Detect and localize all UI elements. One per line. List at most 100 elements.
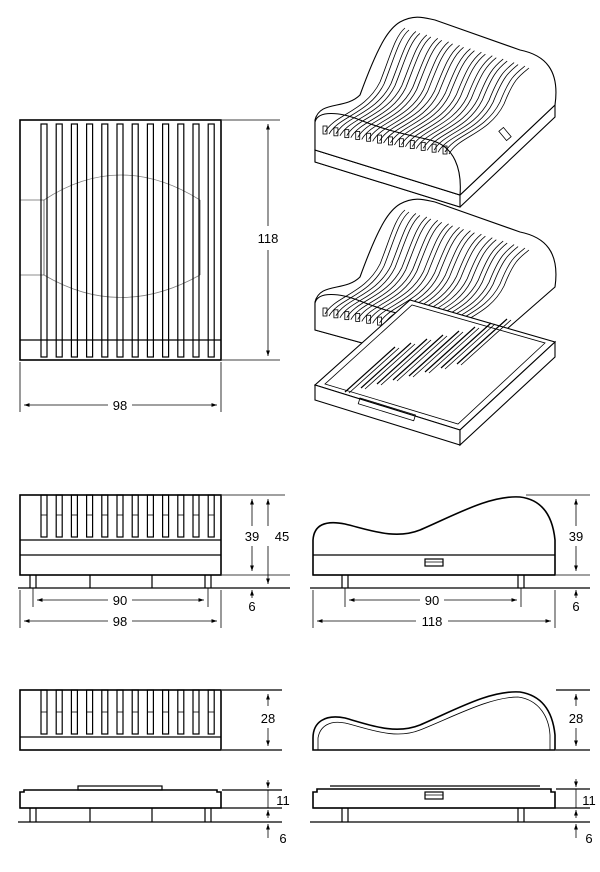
dim-label-6-base: 6 [279, 831, 286, 846]
cover-front-slots [40, 689, 215, 735]
rib-edge [339, 215, 421, 319]
rib [357, 38, 438, 138]
dim-label-6: 6 [248, 599, 255, 614]
iso-ribs-exploded [322, 209, 530, 337]
rib-edge [426, 60, 508, 151]
slot [162, 494, 170, 538]
rib-edge [448, 67, 530, 155]
dim-label-39-side: 39 [569, 529, 583, 544]
rib-edge [405, 53, 486, 147]
slot [101, 494, 109, 538]
dim-base-side: 11 6 [574, 779, 596, 846]
cover-front-view [19, 689, 282, 751]
rib-slot [377, 316, 382, 326]
slot [116, 494, 124, 538]
rib-slot [344, 129, 350, 139]
dim-label-118-side: 118 [422, 614, 443, 629]
slot [131, 123, 139, 358]
rib-edge [328, 29, 410, 135]
rib-edge [328, 211, 410, 317]
rib-slot [355, 313, 361, 322]
iso-assembled-view [314, 16, 557, 208]
tray-slot [376, 338, 428, 385]
front-view [18, 494, 290, 589]
dim-cover-side: 28 [569, 694, 583, 746]
side-view [310, 496, 590, 589]
rib-slot [398, 138, 404, 148]
dim-label-39: 39 [245, 529, 259, 544]
tray-slot [456, 318, 508, 365]
dim-cover-front: 28 [261, 694, 275, 746]
slot [207, 123, 215, 358]
rib [444, 65, 526, 153]
dim-top-width: 98 [19, 362, 222, 413]
top-view [19, 119, 222, 361]
dim-label-90: 90 [113, 593, 127, 608]
tray-slot [392, 334, 444, 381]
rib-slot [333, 127, 339, 137]
dim-label-6-base-side: 6 [585, 831, 592, 846]
rib-edge [361, 40, 442, 140]
rib-slot [355, 131, 361, 140]
dim-label-28-side: 28 [569, 711, 583, 726]
rib-slot [322, 125, 328, 135]
rib-edge [350, 36, 432, 138]
iso-ribs [322, 27, 530, 155]
tray-slot [408, 330, 460, 377]
rib-edge [339, 33, 421, 137]
slot [116, 123, 124, 358]
rib-slot [431, 143, 437, 153]
slot [192, 494, 200, 538]
slot [40, 123, 48, 358]
tray-slot [424, 326, 476, 373]
rib [324, 27, 406, 133]
rib [357, 220, 438, 320]
tray-slot [440, 322, 492, 369]
rib-slot [420, 141, 426, 151]
slot [85, 123, 94, 358]
rib [346, 216, 428, 318]
slot [177, 494, 185, 538]
top-view-slots [40, 123, 215, 358]
rib-slot [366, 132, 372, 142]
slot [146, 494, 154, 538]
tray-slots [344, 318, 512, 394]
dim-label-6-side: 6 [572, 599, 579, 614]
rib-slot [388, 136, 393, 146]
rib-slot [409, 140, 415, 149]
dim-front: 39 45 6 90 98 [19, 494, 290, 629]
rib-slot [344, 311, 350, 321]
base-side-view [310, 785, 590, 823]
dim-label-98: 98 [113, 398, 127, 413]
tray-slot [344, 346, 396, 393]
dim-label-90-side: 90 [425, 593, 439, 608]
slot [146, 123, 154, 358]
iso-exploded-view [313, 198, 557, 447]
cover-side-view [312, 689, 590, 751]
rib [346, 34, 428, 136]
dim-label-118: 118 [258, 231, 279, 246]
rib [379, 44, 460, 142]
rib-slot [442, 145, 448, 155]
dim-label-11: 11 [276, 793, 290, 808]
slot [40, 494, 48, 538]
slot [131, 494, 139, 538]
slot [70, 494, 79, 538]
rib-edge [350, 218, 432, 320]
rib [390, 48, 471, 144]
rib [379, 226, 460, 324]
rib [422, 58, 504, 149]
slot [192, 123, 200, 358]
rib-edge [394, 50, 475, 146]
slot [55, 123, 63, 358]
rib-slot [377, 134, 382, 144]
rib-edge [437, 64, 519, 153]
rib [433, 62, 515, 151]
rib [368, 41, 449, 140]
slot [55, 494, 63, 538]
rib-edge [383, 46, 464, 144]
front-view-slots [40, 494, 215, 538]
slot [207, 494, 215, 538]
rib-slot [366, 314, 372, 324]
rib-slot [322, 307, 328, 317]
